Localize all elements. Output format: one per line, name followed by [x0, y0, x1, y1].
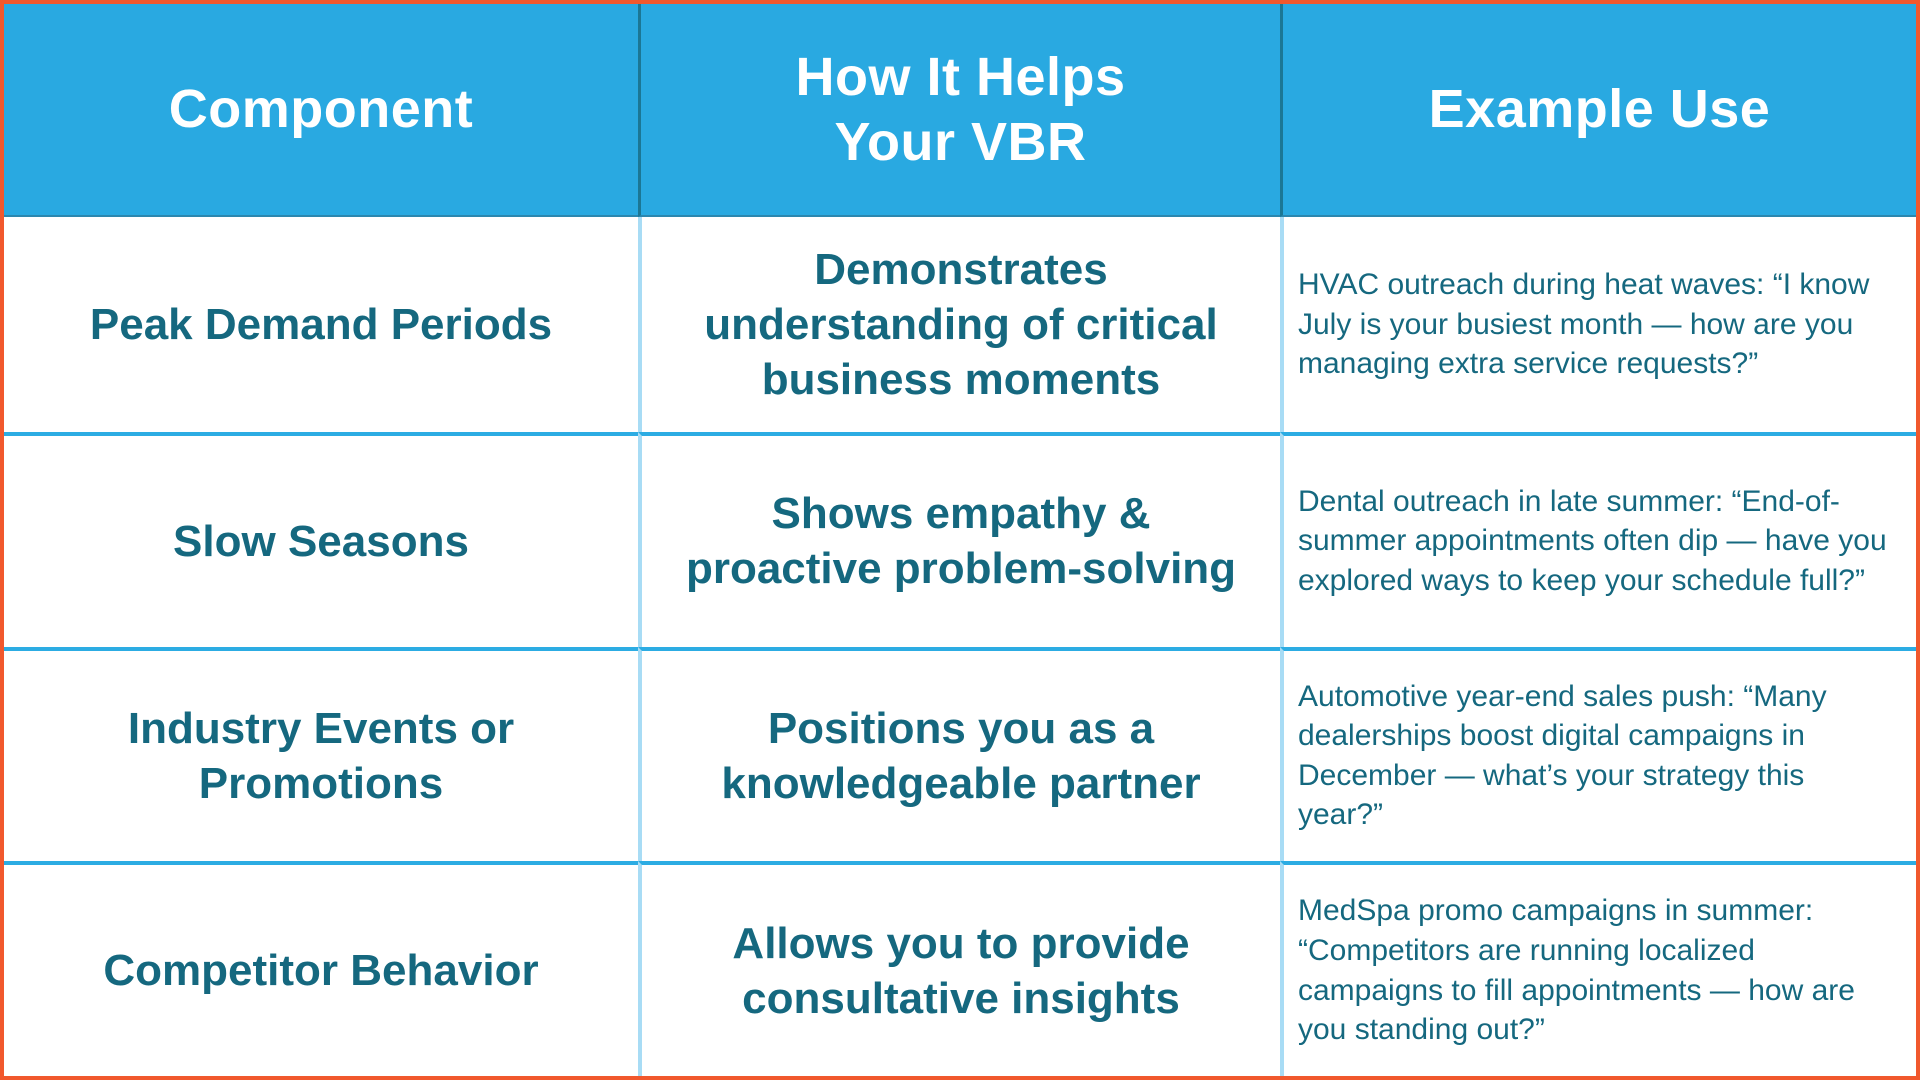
- row-slow-seasons-example: Dental outreach in late summer: “End-of-…: [1280, 431, 1916, 647]
- column-header-component: Component: [4, 4, 638, 217]
- row-peak-demand-example: HVAC outreach during heat waves: “I know…: [1280, 217, 1916, 432]
- column-header-how-it-helps: How It Helps Your VBR: [638, 4, 1280, 217]
- row-peak-demand-how: Demonstrates understanding of critical b…: [638, 217, 1280, 432]
- row-slow-seasons-how: Shows empathy & proactive problem-solvin…: [638, 431, 1280, 647]
- row-industry-events-example: Automotive year-end sales push: “Many de…: [1280, 646, 1916, 862]
- row-industry-events-how: Positions you as a knowledgeable partner: [638, 646, 1280, 862]
- row-competitor-behavior-example: MedSpa promo campaigns in summer: “Compe…: [1280, 861, 1916, 1076]
- row-competitor-behavior-component: Competitor Behavior: [4, 861, 638, 1076]
- row-peak-demand-component: Peak Demand Periods: [4, 217, 638, 432]
- vbr-components-table: Component How It Helps Your VBR Example …: [4, 4, 1916, 1076]
- row-slow-seasons-component: Slow Seasons: [4, 431, 638, 647]
- column-header-example-use: Example Use: [1280, 4, 1916, 217]
- row-industry-events-component: Industry Events or Promotions: [4, 646, 638, 862]
- row-competitor-behavior-how: Allows you to provide consultative insig…: [638, 861, 1280, 1076]
